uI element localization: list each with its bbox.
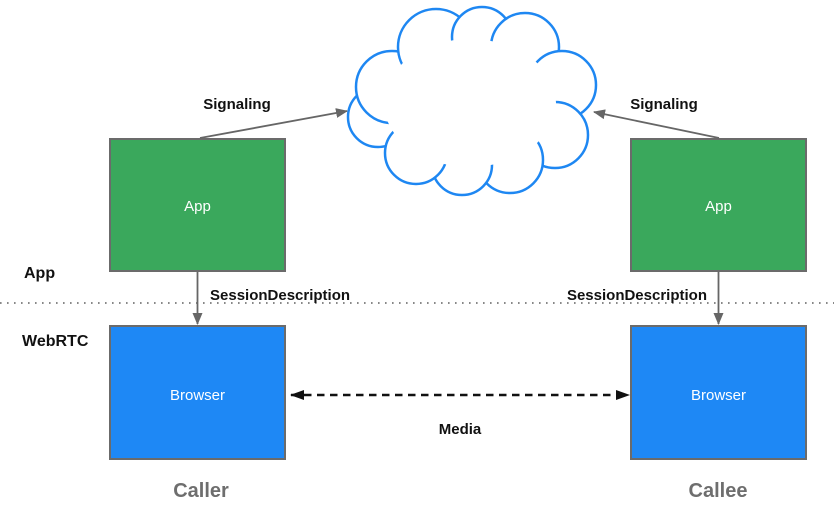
app-box-callee: [630, 138, 807, 272]
app-layer-label: App: [24, 265, 55, 282]
session-description-label-left: SessionDescription: [210, 287, 350, 304]
session-description-label-right: SessionDescription: [567, 287, 707, 304]
browser-box-callee-label: Browser: [691, 387, 746, 404]
browser-box-callee: [630, 325, 807, 460]
signaling-cloud-icon: [346, 5, 598, 197]
signaling-arrow-right: [593, 109, 720, 139]
signaling-label-left: Signaling: [203, 96, 271, 113]
cloud-filler: [384, 39, 556, 167]
callee-label: Callee: [689, 480, 748, 502]
browser-box-caller-label: Browser: [170, 387, 225, 404]
webrtc-layer-label: WebRTC: [22, 333, 89, 350]
signaling-arrow-left: [199, 108, 348, 139]
app-box-callee-label: App: [705, 198, 732, 215]
media-label: Media: [439, 421, 482, 438]
signaling-label-right: Signaling: [630, 96, 698, 113]
browser-box-caller: [109, 325, 286, 460]
app-box-caller-label: App: [184, 198, 211, 215]
app-box-caller: [109, 138, 286, 272]
caller-label: Caller: [173, 480, 229, 502]
